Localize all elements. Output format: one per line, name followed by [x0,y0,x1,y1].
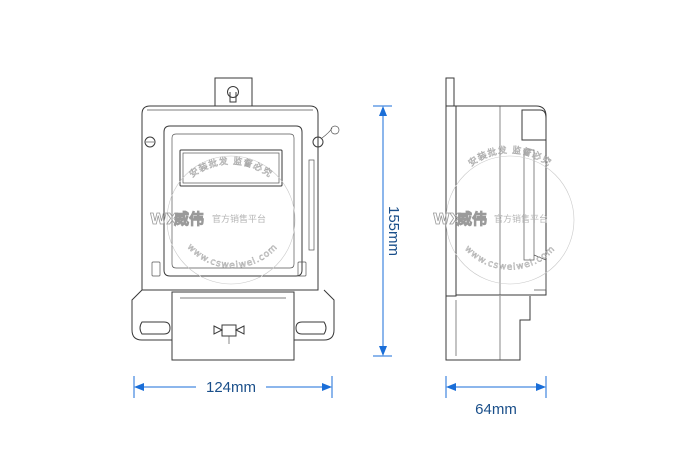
watermark-platform: 官方销售平台 [212,213,266,225]
watermark-platform: 官方销售平台 [494,213,548,225]
dimension-height-label: 155mm [385,206,402,256]
front-view [131,77,340,361]
side-view [445,77,547,361]
watermark-right: 安装批发 监督必究 www.csweiwei.com WX 威伟 官方销售平台 [433,144,575,285]
dimension-height: 155mm [373,105,402,357]
watermark-brand-mark: WX [150,210,179,228]
watermark-arc-bottom: www.csweiwei.com [185,242,280,271]
watermark-arc-top: 安装批发 监督必究 [187,155,275,180]
watermark-arc-top: 安装批发 监督必究 [466,144,554,169]
dimension-width: 124mm [133,376,333,398]
watermark-brand-name: 威伟 [174,210,204,228]
watermark-brand-name: 威伟 [457,210,487,228]
dimension-depth-label: 64mm [475,401,517,418]
watermark-arc-bottom: www.csweiwei.com [462,244,557,273]
dimension-depth: 64mm [445,376,547,418]
watermark-brand-mark: WX [433,210,462,228]
dimension-width-label: 124mm [206,379,256,396]
